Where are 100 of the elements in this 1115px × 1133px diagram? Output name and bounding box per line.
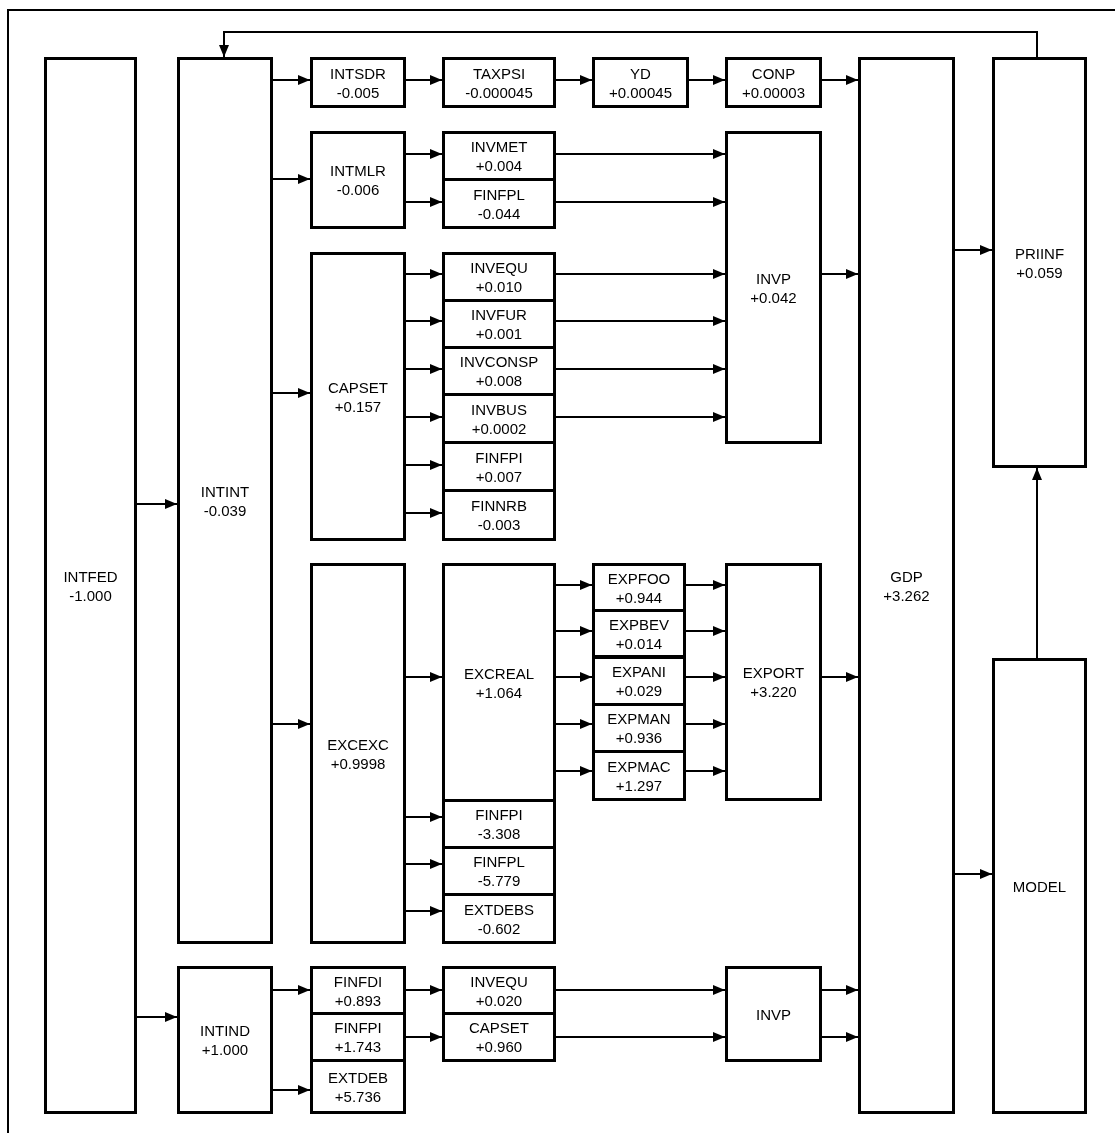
arrow <box>405 672 443 682</box>
variable-value: +0.9998 <box>330 753 386 773</box>
variable-value: +0.014 <box>615 633 663 653</box>
arrow <box>405 316 443 326</box>
variable-value: +1.297 <box>615 775 663 795</box>
arrow <box>555 985 726 995</box>
variable-value: +0.157 <box>334 396 382 416</box>
variable-name: FINFDI <box>333 971 383 991</box>
process-box <box>592 57 689 108</box>
variable-name: EXPBEV <box>609 614 669 634</box>
process-box <box>310 131 406 229</box>
process-box <box>592 656 686 706</box>
arrow <box>555 626 593 636</box>
process-box <box>177 966 273 1114</box>
arrow <box>1032 467 1042 659</box>
variable-value: +1.064 <box>475 682 523 702</box>
process-box <box>442 131 556 181</box>
variable-value: -1.000 <box>69 585 112 605</box>
arrow <box>821 269 859 279</box>
arrow <box>555 75 593 85</box>
variable-value: -0.003 <box>477 515 521 534</box>
variable-name: INVP <box>756 1004 791 1024</box>
process-box <box>310 1012 406 1062</box>
arrow <box>555 149 726 159</box>
variable-name: FINFPL <box>473 852 525 871</box>
arrow <box>555 1032 726 1042</box>
variable-value: -0.006 <box>336 180 380 199</box>
process-box <box>992 57 1087 468</box>
process-box <box>725 57 822 108</box>
process-box <box>310 57 406 108</box>
variable-name: EXTDEBS <box>464 899 534 919</box>
variable-name: FINFPL <box>473 184 525 204</box>
arrow <box>685 719 726 729</box>
variable-name: EXTDEB <box>328 1067 388 1087</box>
arrow <box>821 672 859 682</box>
process-box <box>592 563 686 612</box>
arrow <box>272 985 311 995</box>
process-box <box>310 966 406 1015</box>
variable-value: +0.936 <box>615 728 663 747</box>
process-box <box>442 563 556 802</box>
arrow <box>405 197 443 207</box>
arrow <box>272 174 311 184</box>
variable-value: -0.005 <box>336 82 380 102</box>
variable-name: FINFPI <box>334 1018 382 1037</box>
process-box <box>858 57 955 1114</box>
arrow <box>685 766 726 776</box>
variable-value: +3.220 <box>750 682 797 701</box>
variable-name: INVFUR <box>471 305 527 324</box>
variable-name: EXPFOO <box>607 568 671 588</box>
arrow <box>555 316 726 326</box>
variable-value: +0.042 <box>750 287 797 307</box>
variable-value: +5.736 <box>334 1086 382 1106</box>
arrow <box>954 869 993 879</box>
process-box <box>310 563 406 944</box>
variable-name: EXPANI <box>612 662 666 681</box>
process-box <box>442 299 556 349</box>
variable-value: +0.944 <box>615 587 663 607</box>
process-box <box>592 609 686 658</box>
arrow <box>405 75 443 85</box>
arrow <box>555 672 593 682</box>
arrow <box>272 75 311 85</box>
variable-name: TAXPSI <box>472 63 526 83</box>
arrow <box>405 906 443 916</box>
variable-value: +0.029 <box>615 681 663 700</box>
variable-value: +0.001 <box>475 324 523 343</box>
process-box <box>442 252 556 302</box>
variable-name: INTMLR <box>330 161 386 180</box>
variable-value: +0.010 <box>475 277 523 296</box>
arrow <box>272 388 311 398</box>
variable-name: YD <box>630 63 651 83</box>
arrow <box>405 460 443 470</box>
variable-value: +0.0002 <box>471 418 527 438</box>
variable-name: EXCEXC <box>327 734 389 754</box>
variable-value: +3.262 <box>883 585 930 605</box>
variable-value: -3.308 <box>477 824 521 843</box>
arrow <box>555 719 593 729</box>
arrow <box>954 245 993 255</box>
process-box <box>442 178 556 229</box>
arrow <box>555 269 726 279</box>
variable-name: INVEQU <box>470 971 528 991</box>
arrow <box>405 364 443 374</box>
variable-name: INTIND <box>200 1021 250 1040</box>
process-box <box>442 846 556 896</box>
arrow <box>555 364 726 374</box>
variable-value: +0.960 <box>475 1037 523 1056</box>
arrow <box>405 1032 443 1042</box>
variable-value: +0.00045 <box>609 82 672 102</box>
variable-name: FINFPI <box>475 805 523 824</box>
process-box <box>310 252 406 541</box>
arrow <box>555 580 593 590</box>
variable-value: -0.039 <box>203 500 247 520</box>
process-box <box>725 563 822 801</box>
variable-name: INTFED <box>63 566 118 586</box>
process-box <box>992 658 1087 1114</box>
variable-name: INVEQU <box>470 258 528 277</box>
process-box <box>442 799 556 849</box>
arrow <box>405 269 443 279</box>
variable-name: EXCREAL <box>464 663 534 683</box>
variable-value: +0.893 <box>334 990 382 1010</box>
arrow <box>136 1012 178 1022</box>
